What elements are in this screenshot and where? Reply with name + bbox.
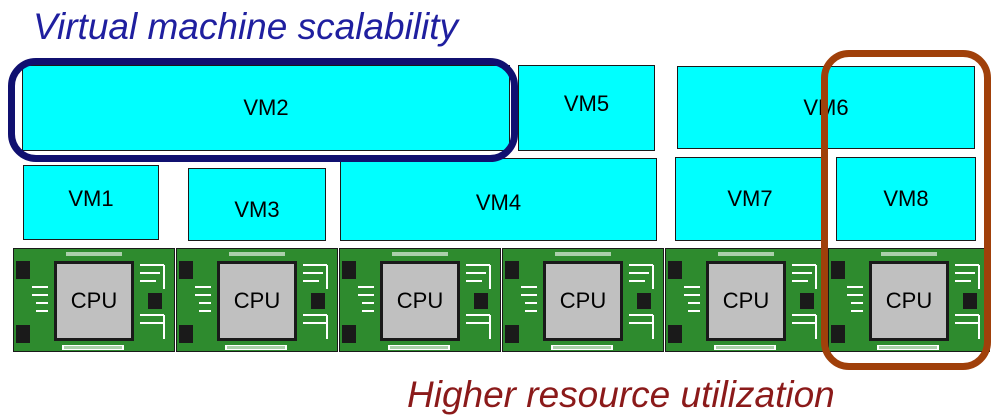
vm8-block: VM8 [836,157,976,241]
cpu-chip-6: CPU [828,248,990,352]
vm3-label: VM3 [234,196,280,222]
vm5-block: VM5 [518,65,655,151]
cpu-chip-5: CPU [665,248,827,352]
utilization-highlight [821,50,991,370]
cpu-chip-2: CPU [176,248,338,352]
scalability-caption: Virtual machine scalability [33,6,459,47]
cpu-die: CPU [706,261,786,341]
vm4-label: VM4 [475,189,522,215]
circuit-traces-icon [668,252,817,350]
vm4-block: VM4 [340,158,657,241]
cpu-die: CPU [380,261,460,341]
vm7-label: VM7 [727,186,773,211]
circuit-traces-icon [16,252,165,350]
cpu-label: CPU [559,288,607,313]
cpu-label: CPU [233,288,281,313]
circuit-traces-icon [179,252,328,350]
utilization-caption: Higher resource utilization [407,374,835,415]
vm3-block: VM3 [188,168,326,241]
cpu-label: CPU [722,288,770,313]
cpu-label: CPU [885,288,933,313]
vm1-label: VM1 [68,185,114,211]
cpu-chip-4: CPU [502,248,664,352]
vm2-label: VM2 [243,95,289,120]
cpu-label: CPU [70,288,118,313]
scalability-highlight [8,58,518,162]
vm7-block: VM7 [675,157,825,241]
cpu-die: CPU [869,261,949,341]
cpu-die: CPU [217,261,297,341]
vm2-block: VM2 [22,65,510,151]
vm8-label: VM8 [883,186,929,211]
cpu-chip-1: CPU [13,248,175,352]
cpu-chip-3: CPU [339,248,501,352]
cpu-die: CPU [543,261,623,341]
circuit-traces-icon [831,252,980,350]
vm1-block: VM1 [23,165,159,240]
cpu-label: CPU [396,288,444,313]
circuit-traces-icon [342,252,491,350]
vm5-label: VM5 [563,91,610,116]
cpu-die: CPU [54,261,134,341]
circuit-traces-icon [505,252,654,350]
